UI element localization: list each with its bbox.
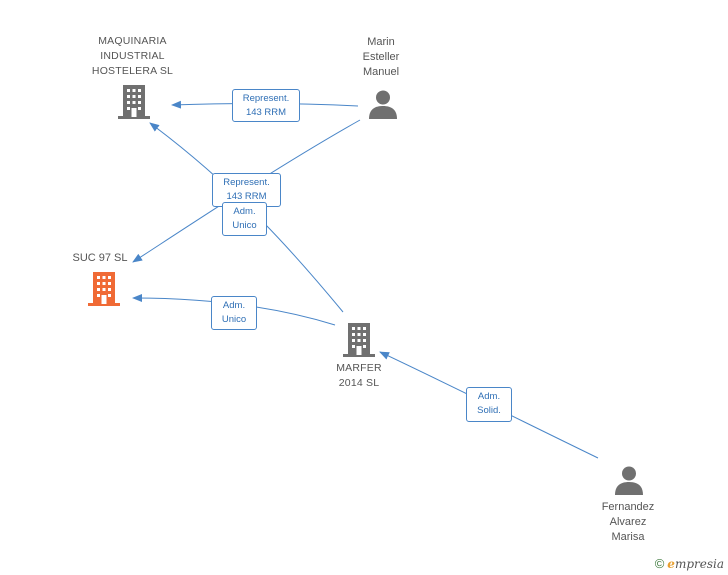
marfer-label: MARFER 2014 SL	[336, 362, 382, 389]
edge-label-marin-maquinaria[interactable]: Represent. 143 RRM	[232, 89, 300, 122]
fernandez-person-icon[interactable]	[614, 465, 644, 495]
edge-label-fernandez-marfer[interactable]: Adm. Solid.	[466, 387, 512, 422]
edge-label-marfer-maquinaria[interactable]: Adm. Unico	[222, 202, 267, 236]
suc97-label: SUC 97 SL	[72, 252, 128, 264]
marin-label: Marin Esteller Manuel	[362, 36, 400, 78]
maquinaria-building-icon[interactable]	[117, 84, 151, 120]
marin-person-icon[interactable]	[368, 89, 398, 119]
marfer-building-icon[interactable]	[342, 322, 376, 358]
copyright-icon: ©	[654, 556, 665, 571]
suc97-building-icon[interactable]	[87, 271, 121, 307]
edge-label-marfer-suc97[interactable]: Adm. Unico	[211, 296, 257, 330]
empresia-logo[interactable]: empresia	[667, 556, 724, 571]
maquinaria-label: MAQUINARIA INDUSTRIAL HOSTELERA SL	[91, 35, 174, 77]
edge-label-marin-suc97[interactable]: Represent. 143 RRM	[212, 173, 281, 207]
fernandez-label: Fernandez Alvarez Marisa	[601, 501, 655, 543]
empresia-brand: © empresia	[655, 556, 724, 571]
